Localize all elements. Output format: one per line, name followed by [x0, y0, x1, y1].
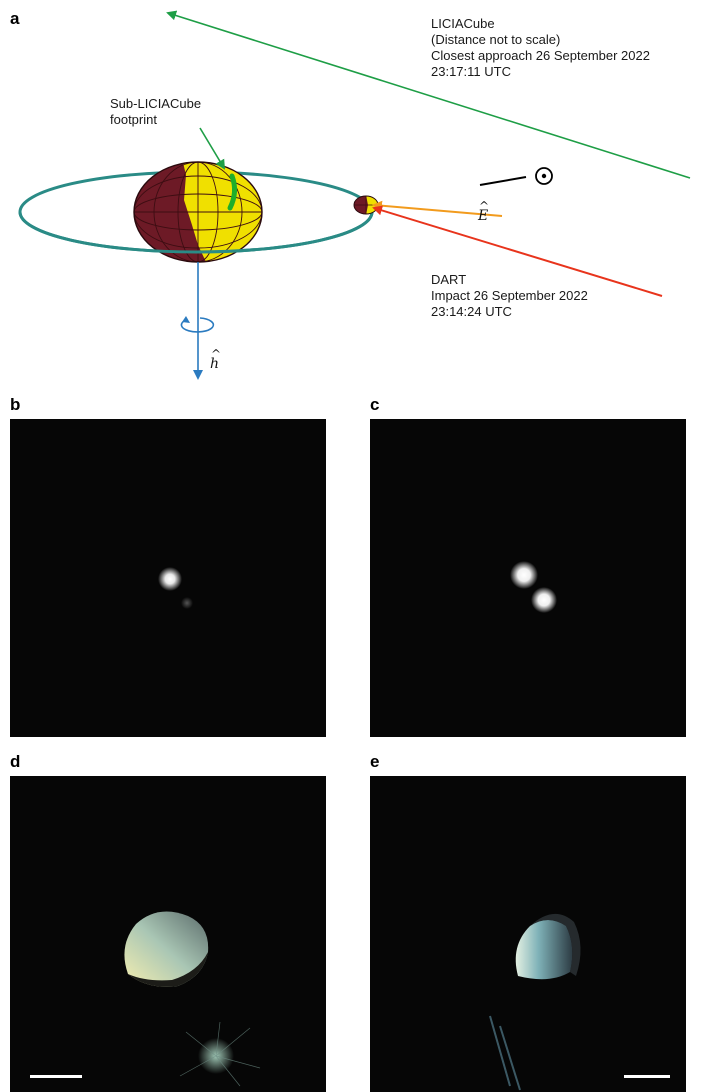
liciacube-distance-note: (Distance not to scale) [431, 32, 561, 47]
panel-e-image [370, 776, 686, 1092]
panel-b-label: b [10, 395, 21, 414]
didymos-surface [124, 911, 209, 987]
dimorphos-glow [179, 1021, 261, 1087]
footprint-label-line1: Sub-LICIACube [110, 96, 202, 111]
panel-d-image [10, 776, 326, 1092]
geometry-diagram [18, 10, 691, 380]
liciacube-trajectory [166, 10, 691, 179]
liciacube-closest-approach: Closest approach 26 September 2022 [431, 48, 650, 63]
dimorphos-spot [181, 597, 193, 609]
panel-a-label: a [10, 9, 20, 28]
dimorphos-spot [531, 587, 557, 613]
scale-bar [624, 1075, 670, 1078]
panel-b-image [10, 419, 326, 737]
sub-liciacube-footprint [227, 173, 238, 211]
sun-direction-line [479, 176, 527, 186]
rotation-direction-icon [180, 316, 215, 333]
orbit-normal-symbol: ^h [210, 347, 222, 372]
dart-impact: Impact 26 September 2022 [431, 288, 588, 303]
didymos-spot [510, 561, 538, 589]
dart-trajectory [372, 205, 663, 297]
panel-c-image [370, 419, 686, 737]
earth-direction-vector [372, 200, 503, 217]
sun-icon [535, 167, 553, 185]
liciacube-annotation: LICIACube (Distance not to scale) Closes… [431, 16, 650, 80]
scale-bar [30, 1075, 82, 1078]
dimorphos-glow [489, 1015, 521, 1091]
footprint-label-line2: footprint [110, 112, 157, 127]
dart-time: 23:14:24 UTC [431, 304, 512, 319]
footprint-annotation: Sub-LICIACube footprint [110, 96, 201, 128]
liciacube-label: LICIACube [431, 16, 495, 31]
dart-label: DART [431, 272, 467, 287]
didymos-body [133, 161, 263, 263]
earth-direction-symbol: ^E [478, 199, 490, 224]
panel-d-label: d [10, 752, 21, 771]
panel-c-label: c [370, 395, 380, 414]
didymos-surface [515, 920, 573, 980]
footprint-pointer [199, 127, 226, 170]
didymos-spot [158, 567, 182, 591]
dart-annotation: DART Impact 26 September 2022 23:14:24 U… [431, 272, 588, 320]
panel-e-label: e [370, 752, 380, 771]
liciacube-time: 23:17:11 UTC [431, 64, 511, 79]
